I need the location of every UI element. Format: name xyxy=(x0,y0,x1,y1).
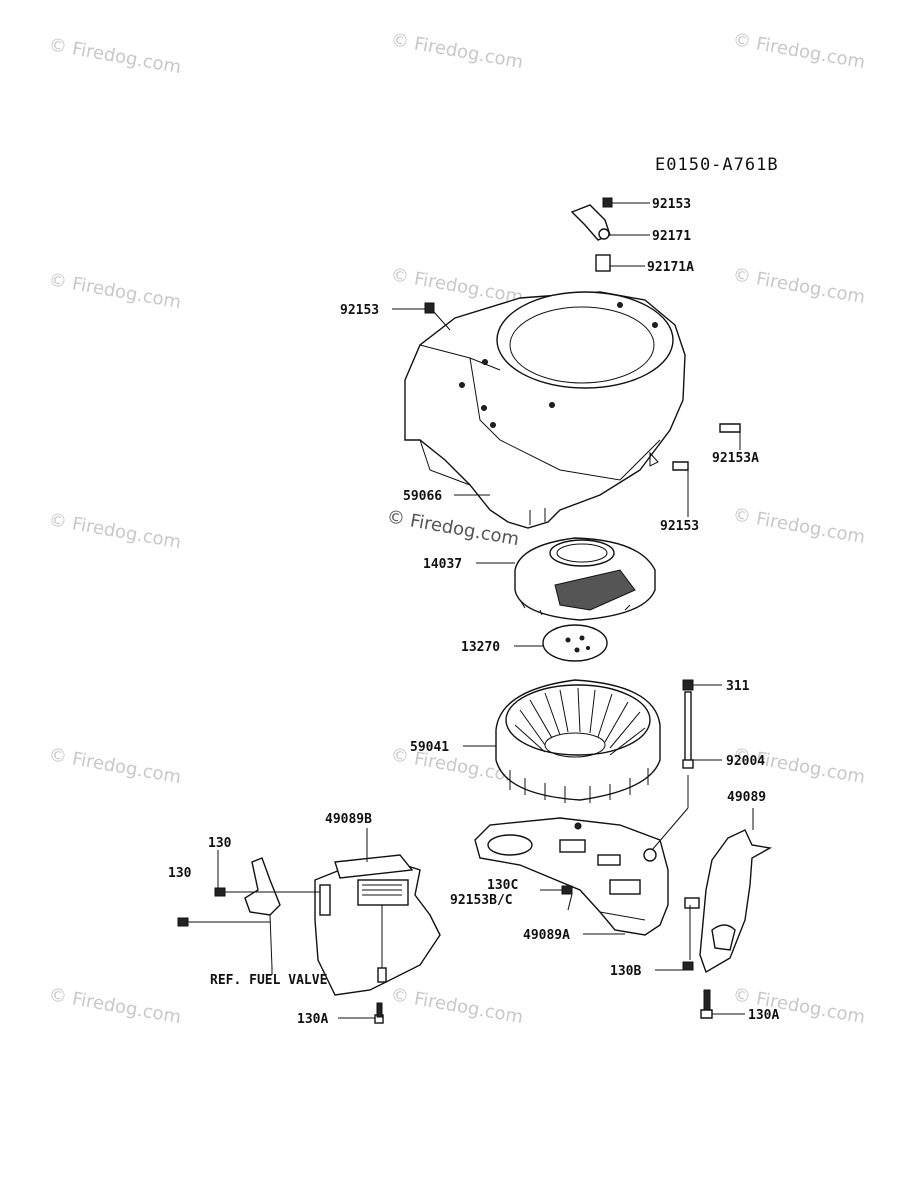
label-130B: 130B xyxy=(610,964,641,979)
label-92153-left: 92153 xyxy=(340,303,379,318)
label-59041: 59041 xyxy=(410,740,449,755)
label-92171: 92171 xyxy=(652,229,691,244)
diagram-code: E0150-A761B xyxy=(655,155,779,175)
label-49089: 49089 xyxy=(727,790,766,805)
label-92153-right: 92153 xyxy=(660,519,699,534)
blower-housing-59066 xyxy=(404,291,686,529)
label-14037: 14037 xyxy=(423,557,462,572)
flywheel-59041 xyxy=(495,679,661,803)
screen-14037 xyxy=(514,537,656,621)
cover-49089B xyxy=(314,854,441,996)
watermark: © Firedog.com xyxy=(389,984,524,1028)
label-92153BC: 92153B/C xyxy=(450,893,513,908)
label-130-top: 130 xyxy=(208,836,232,851)
watermark: © Firedog.com xyxy=(47,509,182,553)
label-130A-right: 130A xyxy=(748,1008,779,1023)
fuel-valve-bracket xyxy=(177,857,573,1024)
baffle-49089A xyxy=(474,817,669,936)
watermark: © Firedog.com xyxy=(731,504,866,548)
stud-92004 xyxy=(682,679,694,769)
watermark: © Firedog.com xyxy=(389,29,524,73)
label-130A-left: 130A xyxy=(297,1012,328,1027)
label-92153-top: 92153 xyxy=(652,197,691,212)
label-ref-fuel-valve: REF. FUEL VALVE xyxy=(210,973,327,988)
watermark: © Firedog.com xyxy=(389,264,524,308)
label-49089A: 49089A xyxy=(523,928,570,943)
watermark: © Firedog.com xyxy=(731,29,866,73)
label-13270: 13270 xyxy=(461,640,500,655)
cover-49089 xyxy=(682,829,773,1019)
watermark: © Firedog.com xyxy=(47,269,182,313)
part-labels: 92153 92171 92171A 92153 92153A 92153 59… xyxy=(168,197,779,1027)
label-92153A: 92153A xyxy=(712,451,759,466)
leader-lines xyxy=(188,202,754,1019)
watermark: © Firedog.com xyxy=(731,264,866,308)
label-59066: 59066 xyxy=(403,489,442,504)
watermark: © Firedog.com xyxy=(47,744,182,788)
watermark: © Firedog.com xyxy=(47,34,182,78)
label-49089B: 49089B xyxy=(325,812,372,827)
label-92171A: 92171A xyxy=(647,260,694,275)
plate-13270 xyxy=(542,624,608,662)
label-130-left: 130 xyxy=(168,866,192,881)
label-311: 311 xyxy=(726,679,750,694)
watermark: © Firedog.com xyxy=(47,984,182,1028)
label-130C: 130C xyxy=(487,878,518,893)
label-92004: 92004 xyxy=(726,754,765,769)
fasteners-top xyxy=(424,197,741,471)
